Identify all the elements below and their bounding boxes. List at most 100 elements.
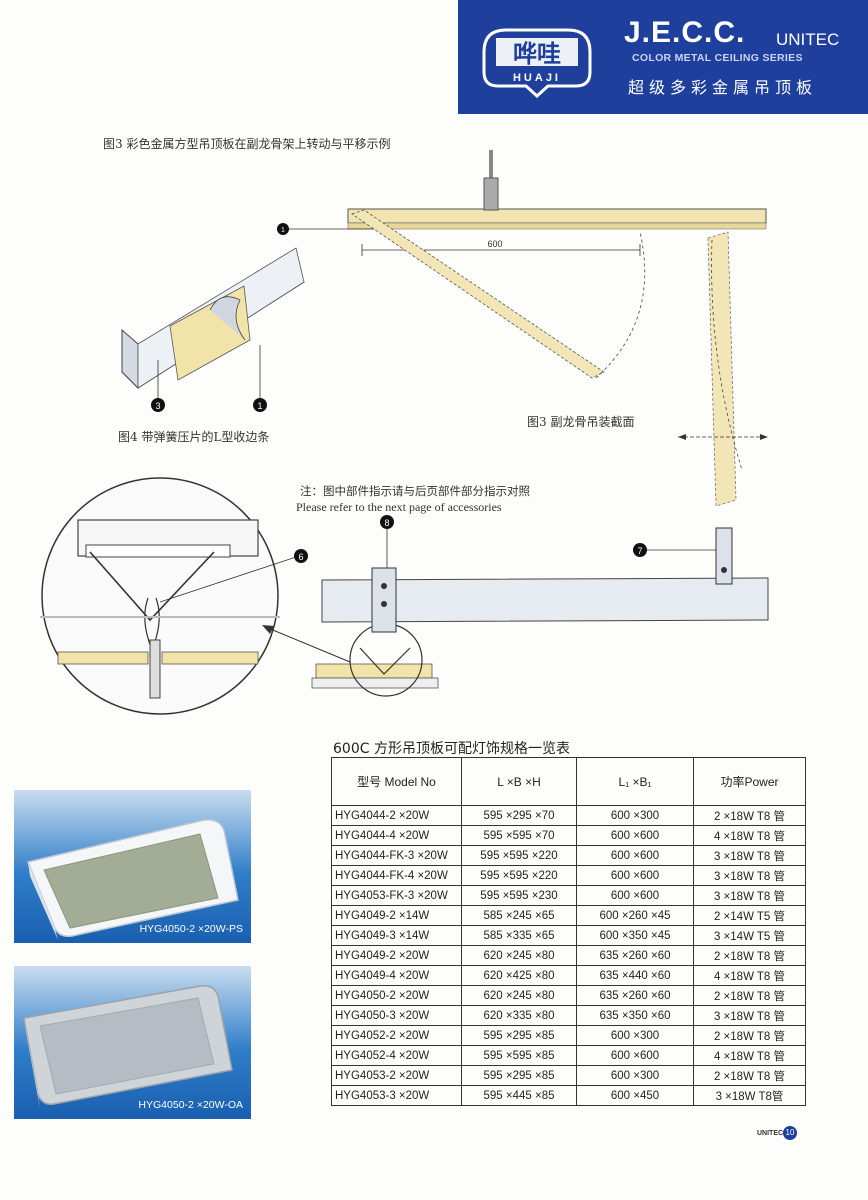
callout-1-top: 1: [277, 223, 380, 235]
main-keel: [311, 527, 769, 697]
cell-lbh: 585 ×245 ×65: [461, 905, 577, 926]
cell-power: 3 ×18W T8 管: [693, 845, 806, 866]
cell-model: HYG4044-FK-3 ×20W: [331, 845, 462, 866]
page-number-badge: 10: [783, 1126, 797, 1140]
cell-l1b1: 600 ×300: [576, 1065, 694, 1086]
header-model: 型号 Model No: [331, 757, 462, 806]
note-chinese: 注：图中部件指示请与后页部件部分指示对照: [300, 484, 530, 498]
series-chinese: 超级多彩金属吊顶板: [628, 78, 818, 97]
brand-title: J.E.C.C.: [624, 16, 746, 49]
series-english: COLOR METAL CEILING SERIES: [632, 52, 803, 64]
fig3-caption: 图3 副龙骨吊装截面: [527, 415, 634, 429]
translation-arrow: [678, 434, 768, 440]
cell-lbh: 595 ×595 ×230: [461, 885, 577, 906]
spec-table: 型号 Model No L ×B ×H L₁ ×B₁ 功率Power HYG40…: [331, 757, 806, 1106]
magnified-detail: [40, 477, 280, 715]
cell-model: HYG4053-2 ×20W: [331, 1065, 462, 1086]
huaji-logo: 哗哇 HUAJI: [482, 28, 592, 98]
cell-power: 2 ×14W T5 管: [693, 905, 806, 926]
cell-model: HYG4052-2 ×20W: [331, 1025, 462, 1046]
cell-model: HYG4050-2 ×20W: [331, 985, 462, 1006]
l-profile-edge-strip: [121, 247, 305, 390]
cell-lbh: 595 ×595 ×85: [461, 1045, 577, 1066]
cell-lbh: 595 ×445 ×85: [461, 1085, 577, 1106]
note-english: Please refer to the next page of accesso…: [296, 500, 502, 514]
cell-l1b1: 635 ×440 ×60: [576, 965, 694, 986]
magnify-arrow: [262, 625, 351, 663]
cell-model: HYG4049-3 ×14W: [331, 925, 462, 946]
cell-l1b1: 600 ×600: [576, 825, 694, 846]
cell-model: HYG4049-2 ×14W: [331, 905, 462, 926]
cell-l1b1: 600 ×300: [576, 805, 694, 826]
svg-text:3: 3: [155, 401, 160, 411]
header-lbh: L ×B ×H: [461, 757, 577, 806]
cell-power: 2 ×18W T8 管: [693, 1065, 806, 1086]
cell-l1b1: 600 ×300: [576, 1025, 694, 1046]
logo-text: HUAJI: [513, 72, 561, 84]
svg-text:600: 600: [487, 239, 502, 249]
callout-7: 7: [633, 543, 716, 557]
fig3-title: 图3 彩色金属方型吊顶板在副龙骨架上转动与平移示例: [103, 136, 390, 151]
cell-lbh: 620 ×245 ×80: [461, 985, 577, 1006]
footer-brand: UNITEC: [757, 1130, 784, 1137]
cell-power: 2 ×18W T8 管: [693, 945, 806, 966]
cell-l1b1: 600 ×600: [576, 1045, 694, 1066]
cell-lbh: 595 ×595 ×70: [461, 825, 577, 846]
cell-lbh: 595 ×295 ×85: [461, 1025, 577, 1046]
cell-model: HYG4049-4 ×20W: [331, 965, 462, 986]
cell-model: HYG4050-3 ×20W: [331, 1005, 462, 1026]
cell-l1b1: 600 ×350 ×45: [576, 925, 694, 946]
cell-power: 4 ×18W T8 管: [693, 965, 806, 986]
cell-lbh: 595 ×595 ×220: [461, 865, 577, 886]
cell-l1b1: 635 ×260 ×60: [576, 985, 694, 1006]
svg-text:哗哇: 哗哇: [513, 40, 561, 68]
cell-l1b1: 635 ×260 ×60: [576, 945, 694, 966]
light-fixture-ps-image: [26, 818, 239, 940]
header-l1b1: L₁ ×B₁: [576, 757, 694, 806]
cell-model: HYG4053-FK-3 ×20W: [331, 885, 462, 906]
cell-l1b1: 600 ×600: [576, 845, 694, 866]
cell-lbh: 595 ×295 ×70: [461, 805, 577, 826]
cell-lbh: 620 ×245 ×80: [461, 945, 577, 966]
cell-lbh: 585 ×335 ×65: [461, 925, 577, 946]
cell-model: HYG4053-3 ×20W: [331, 1085, 462, 1106]
callout-1-fig4: 1: [253, 345, 267, 412]
light-fixture-oa-image: [23, 984, 233, 1108]
photo2-label: HYG4050-2 ×20W-OA: [138, 1099, 243, 1111]
cell-power: 3 ×18W T8 管: [693, 1005, 806, 1026]
cell-l1b1: 600 ×600: [576, 865, 694, 886]
cell-l1b1: 600 ×600: [576, 885, 694, 906]
product-photo-oa: HYG4050-2 ×20W-OA: [14, 966, 251, 1119]
table-title: 600C 方形吊顶板可配灯饰规格一览表: [333, 741, 570, 757]
cell-lbh: 595 ×595 ×220: [461, 845, 577, 866]
ceiling-installation-diagram: 图3 彩色金属方型吊顶板在副龙骨架上转动与平移示例 1 600 图3 副龙骨吊装…: [40, 136, 769, 715]
svg-text:7: 7: [637, 546, 642, 556]
cell-power: 3 ×18W T8 管: [693, 885, 806, 906]
callout-3: 3: [151, 360, 165, 412]
header-power: 功率Power: [693, 757, 806, 806]
cell-power: 2 ×18W T8 管: [693, 985, 806, 1006]
cell-lbh: 620 ×335 ×80: [461, 1005, 577, 1026]
cell-lbh: 620 ×425 ×80: [461, 965, 577, 986]
cell-model: HYG4049-2 ×20W: [331, 945, 462, 966]
svg-text:6: 6: [298, 552, 303, 562]
cell-model: HYG4044-2 ×20W: [331, 805, 462, 826]
svg-text:8: 8: [384, 518, 389, 528]
photo1-label: HYG4050-2 ×20W-PS: [139, 923, 243, 935]
svg-text:1: 1: [281, 227, 285, 234]
cell-l1b1: 600 ×450: [576, 1085, 694, 1106]
product-photo-ps: HYG4050-2 ×20W-PS: [14, 790, 251, 943]
table-header-row: 型号 Model No L ×B ×H L₁ ×B₁ 功率Power: [331, 757, 806, 806]
